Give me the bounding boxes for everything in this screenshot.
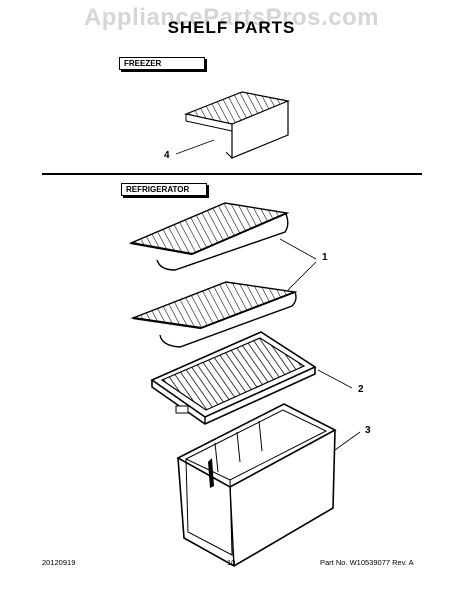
footer-page-number: 10 — [227, 558, 236, 567]
footer-date: 20120919 — [42, 558, 76, 567]
leader-line-1a — [279, 238, 317, 260]
leader-line-3 — [334, 431, 361, 451]
leader-line-1b — [287, 261, 317, 291]
callout-2: 2 — [358, 384, 364, 395]
refrigerator-wire-shelf-lower — [130, 281, 298, 348]
callout-1: 1 — [322, 252, 328, 263]
callout-3: 3 — [365, 425, 371, 436]
crisper-drawer — [176, 403, 337, 567]
callout-4: 4 — [164, 150, 170, 161]
section-divider — [42, 173, 422, 175]
refrigerator-wire-shelf-upper — [128, 202, 290, 271]
watermark: AppliancePartsPros.com — [83, 4, 380, 31]
freezer-wire-shelf — [183, 91, 291, 159]
leader-line-2 — [317, 369, 353, 389]
page-title: SHELF PARTS — [167, 18, 296, 37]
refrigerator-section-label: REFRIGERATOR — [121, 183, 207, 196]
freezer-section-label: FREEZER — [119, 57, 205, 70]
crisper-cover — [150, 331, 317, 425]
footer-part-number: Part No. W10539077 Rev. A — [320, 558, 414, 567]
leader-line-4 — [175, 139, 215, 155]
